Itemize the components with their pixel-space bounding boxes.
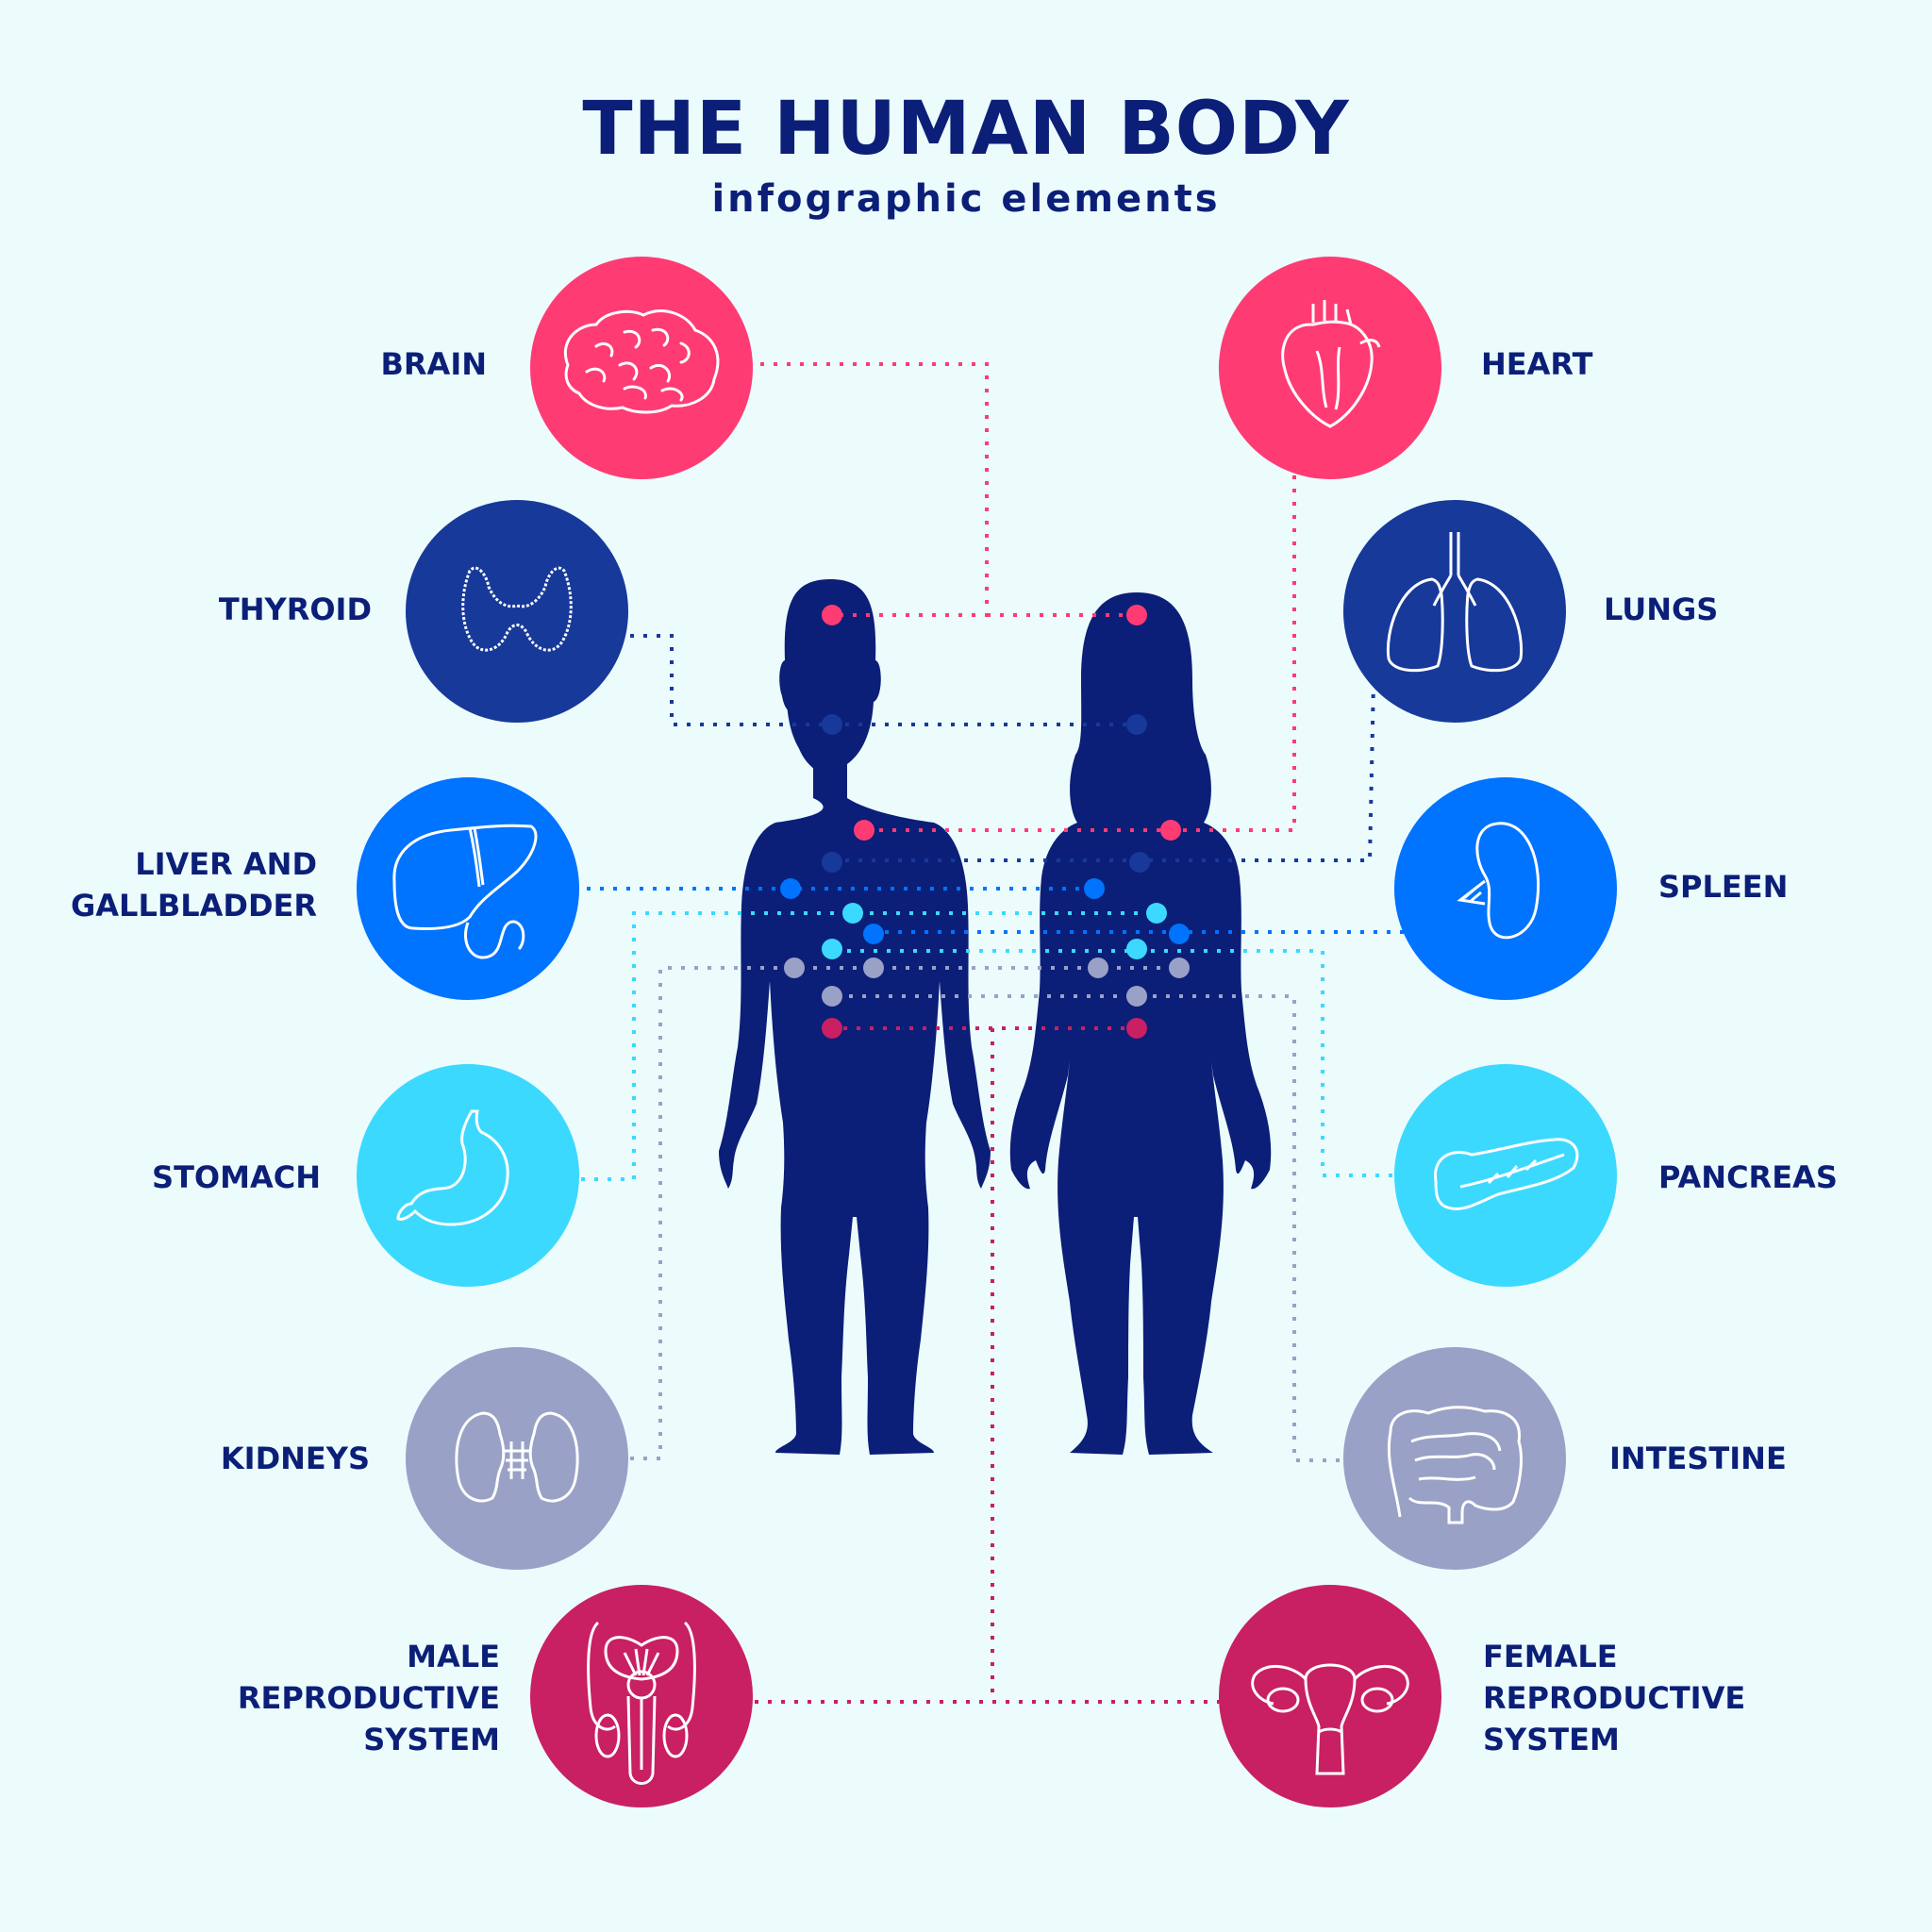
lungs-label: LUNGS [1604,591,1719,627]
heart-icon [1281,300,1381,428]
intestine-icon [1387,1406,1523,1524]
heart-circle[interactable] [1219,257,1441,479]
stomach-label: STOMACH [152,1159,321,1195]
intestine-connector [830,994,1340,1462]
male-reproductive-icon [587,1621,696,1785]
spleen-circle[interactable] [1394,777,1617,1000]
female-reproductive-circle[interactable] [1219,1585,1441,1807]
female-organ-dots [1084,605,1190,1039]
male-organ-dots [780,605,884,1039]
spleen-icon [1457,822,1541,940]
lungs-circle[interactable] [1343,500,1566,723]
kidneys-connector [630,966,1179,1460]
lungs-icon [1386,532,1524,673]
page-title: THE HUMAN BODY [582,87,1350,172]
stomach-circle[interactable] [357,1064,579,1287]
brain-circle[interactable] [530,257,753,479]
spleen-label: SPLEEN [1658,869,1789,905]
brain-connector [760,362,989,617]
thyroid-connector [630,634,1137,726]
kidneys-icon [455,1411,579,1503]
pancreas-icon [1434,1138,1579,1210]
female-reproductive-icon [1251,1663,1409,1775]
heart-label: HEART [1481,346,1593,382]
liver-circle[interactable] [357,777,579,1000]
male-reproductive-label: MALE REPRODUCTIVE SYSTEM [237,1639,500,1757]
pancreas-circle[interactable] [1394,1064,1617,1287]
thyroid-circle[interactable] [406,500,628,723]
intestine-label: INTESTINE [1609,1441,1787,1476]
thyroid-icon [461,566,573,652]
female-reproductive-label: FEMALE REPRODUCTIVE SYSTEM [1483,1639,1746,1757]
male-reproductive-circle[interactable] [530,1585,753,1807]
brain-icon [563,309,720,414]
thyroid-label: THYROID [218,591,372,627]
kidneys-circle[interactable] [406,1347,628,1570]
page-subtitle: infographic elements [711,177,1221,221]
pancreas-label: PANCREAS [1658,1159,1838,1195]
stomach-connector [581,911,1157,1181]
kidneys-label: KIDNEYS [220,1441,370,1476]
liver-label: LIVER AND GALLBLADDER [71,846,317,924]
male-silhouette [719,579,991,1455]
intestine-circle[interactable] [1343,1347,1566,1570]
stomach-icon [396,1109,509,1226]
brain-label: BRAIN [380,346,487,382]
liver-gallbladder-icon [392,824,538,959]
